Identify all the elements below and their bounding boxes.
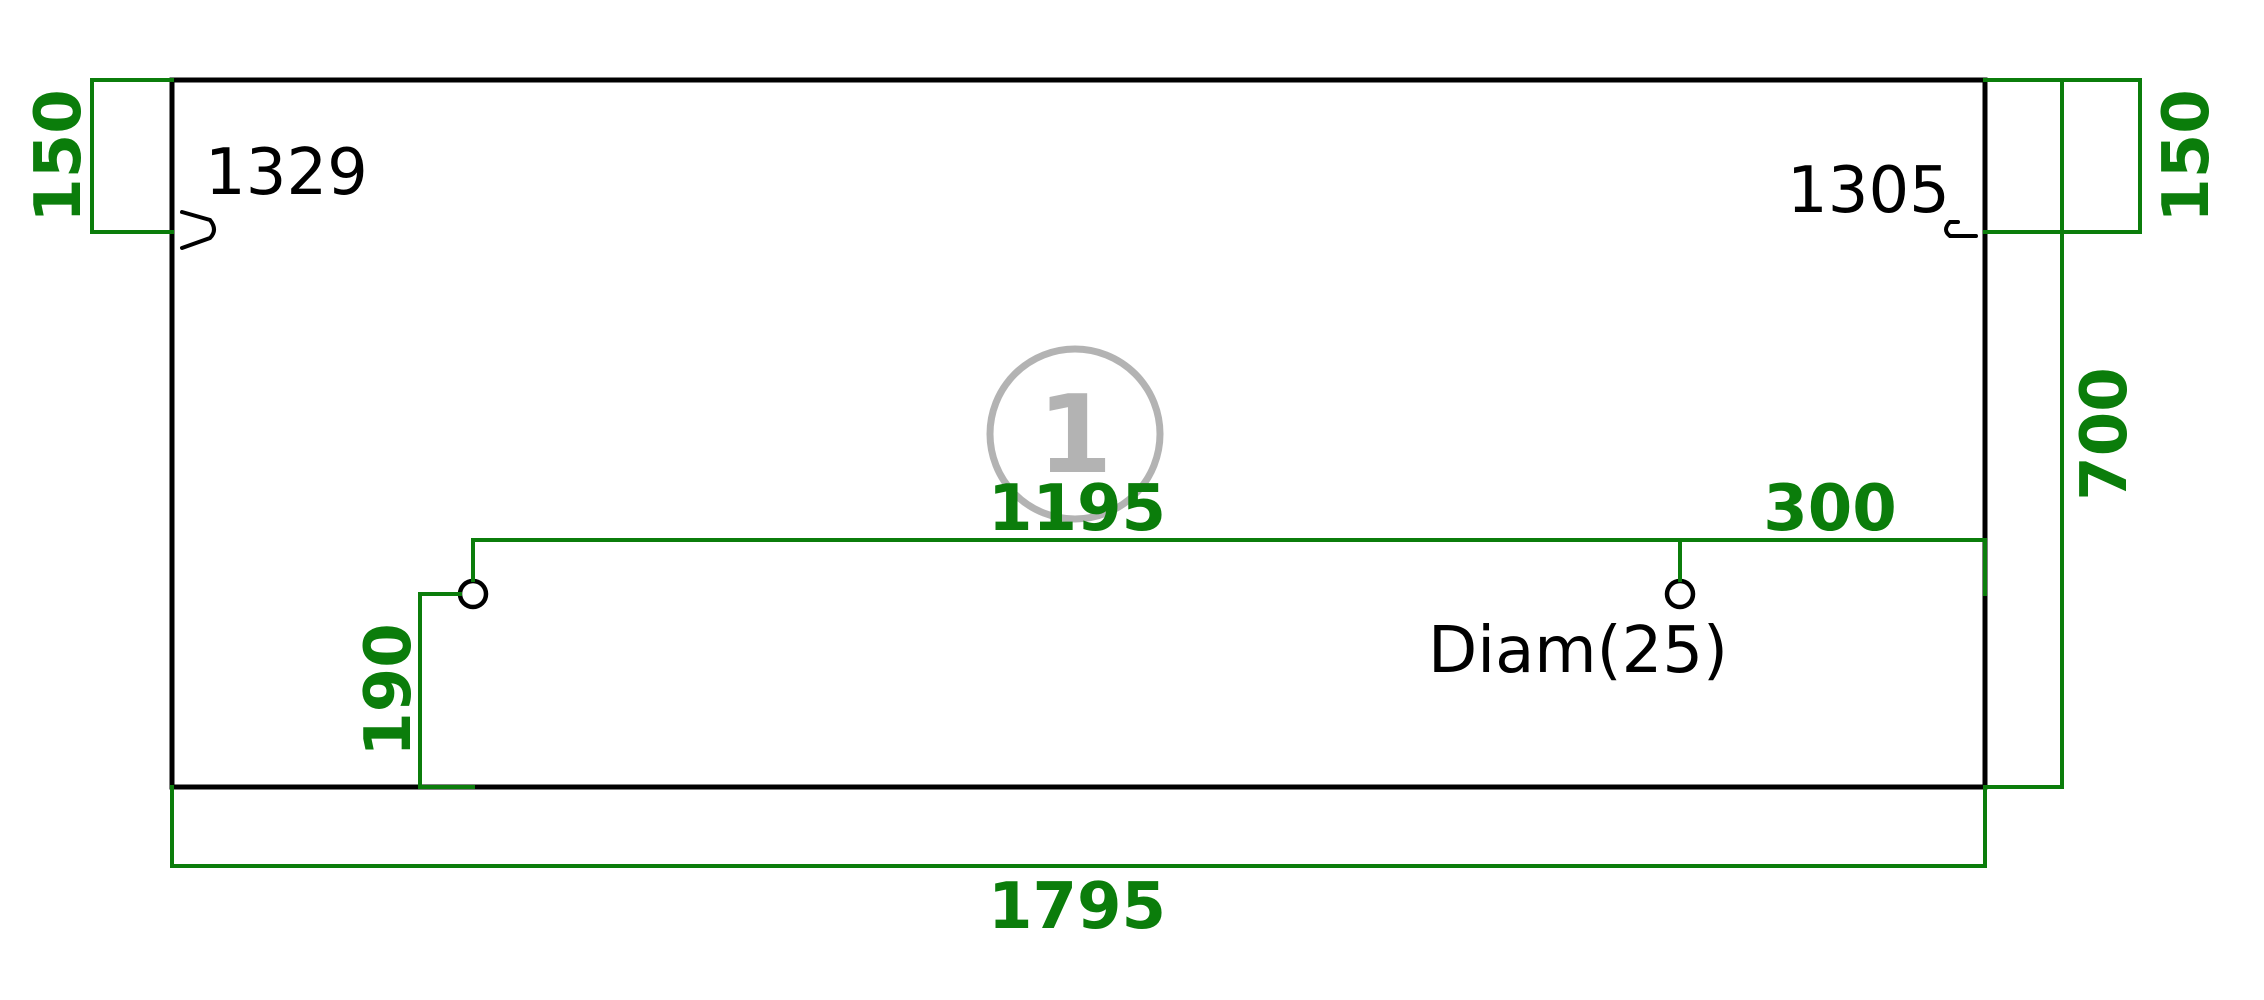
dimension-hole-spacing-value: 1195 — [988, 472, 1166, 546]
dimension-hole-height-lines — [418, 592, 475, 789]
dimension-top-left-lines — [90, 78, 174, 234]
dimension-hole-edge-value: 300 — [1763, 472, 1897, 546]
dimension-height-lines — [1983, 78, 2064, 789]
part-badge-number: 1 — [1037, 373, 1112, 498]
dimension-top-left-value: 150 — [22, 89, 96, 223]
dimension-hole-spacing-lines — [471, 538, 1987, 596]
dimension-top-left: 150 — [22, 78, 174, 234]
panel-outline — [169, 77, 1988, 790]
dimension-width-lines — [170, 785, 1987, 868]
hole-right — [1664, 578, 1696, 610]
hole-note: Diam(25) — [1428, 614, 1728, 688]
hole-left — [457, 578, 489, 610]
dimension-hole-spacing: 1195 300 — [471, 472, 1987, 596]
dimension-height-value: 700 — [2068, 367, 2142, 501]
dimension-height: 700 — [1983, 78, 2142, 789]
left-edge-marker — [180, 210, 216, 250]
dimension-top-right-value: 150 — [2150, 89, 2224, 223]
dimension-hole-height: 190 — [352, 592, 475, 789]
dimension-width: 1795 — [170, 785, 1987, 944]
corner-label-left: 1329 — [205, 136, 368, 210]
dimension-width-value: 1795 — [988, 870, 1166, 944]
right-edge-marker — [1944, 220, 1978, 238]
corner-label-right: 1305 — [1787, 154, 1950, 228]
part-badge-circle — [986, 345, 1164, 523]
dimension-hole-height-value: 190 — [352, 623, 426, 757]
dimension-top-right: 150 — [1983, 78, 2224, 234]
